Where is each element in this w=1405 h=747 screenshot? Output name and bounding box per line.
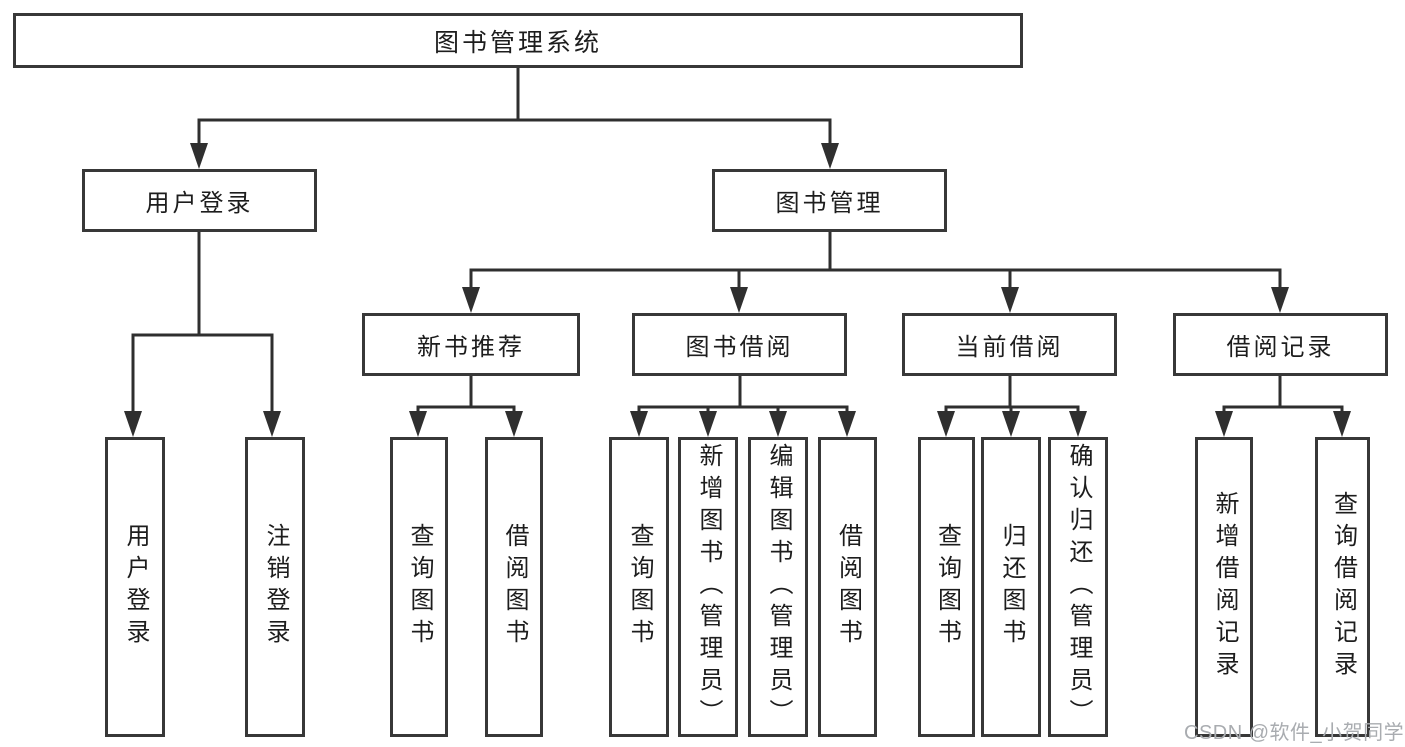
leaf-confirm-return-admin: 确认归还（管理员）: [1048, 437, 1108, 737]
leaf-query-borrow-record: 查询借阅记录: [1315, 437, 1370, 737]
connector-current-borrowing: [944, 374, 1080, 416]
leaf-query-books-borrowing: 查询图书: [609, 437, 669, 737]
node-current-borrowing: 当前借阅: [902, 313, 1117, 376]
connector-new-book-recommendation: [416, 374, 516, 416]
leaf-borrow-books-recommend: 借阅图书: [485, 437, 543, 737]
leaf-logout-login-label: 注销登录: [262, 523, 289, 651]
leaf-edit-books-admin-label: 编辑图书（管理员）: [765, 443, 792, 731]
leaf-add-borrow-record-label: 新增借阅记录: [1211, 491, 1238, 683]
leaf-query-borrow-record-label: 查询借阅记录: [1329, 491, 1357, 683]
leaf-add-books-admin-label: 新增图书（管理员）: [695, 443, 722, 731]
leaf-add-borrow-record: 新增借阅记录: [1195, 437, 1253, 737]
connector-book-borrowing: [637, 374, 849, 416]
leaf-borrow-books-recommend-label: 借阅图书: [501, 523, 528, 651]
node-user-login: 用户登录: [82, 169, 317, 232]
leaf-user-login: 用户登录: [105, 437, 165, 737]
leaf-edit-books-admin: 编辑图书（管理员）: [748, 437, 808, 737]
connector-user-login: [131, 230, 274, 416]
leaf-logout-login: 注销登录: [245, 437, 305, 737]
leaf-query-books-current-label: 查询图书: [933, 523, 961, 651]
leaf-user-login-label: 用户登录: [122, 523, 149, 651]
arrowheads: [124, 143, 1351, 437]
node-book-management: 图书管理: [712, 169, 947, 232]
csdn-watermark: CSDN @软件_小贺同学: [1184, 722, 1405, 744]
leaf-add-books-admin: 新增图书（管理员）: [678, 437, 738, 737]
leaf-query-books-recommend: 查询图书: [390, 437, 448, 737]
leaf-borrow-books-label: 借阅图书: [834, 523, 862, 651]
node-new-book-recommendation: 新书推荐: [362, 313, 580, 376]
node-book-borrowing: 图书借阅: [632, 313, 847, 376]
leaf-query-books-recommend-label: 查询图书: [406, 523, 433, 651]
connector-book-management: [469, 230, 1282, 294]
leaf-query-books-borrowing-label: 查询图书: [626, 523, 653, 651]
leaf-confirm-return-admin-label: 确认归还（管理员）: [1065, 443, 1092, 731]
leaf-return-books-label: 归还图书: [998, 523, 1025, 651]
leaf-return-books: 归还图书: [981, 437, 1041, 737]
leaf-query-books-current: 查询图书: [918, 437, 975, 737]
leaf-borrow-books: 借阅图书: [818, 437, 877, 737]
node-borrowing-records: 借阅记录: [1173, 313, 1388, 376]
connector-root: [197, 66, 832, 148]
connector-borrowing-records: [1222, 374, 1344, 416]
node-library-management-system: 图书管理系统: [13, 13, 1023, 68]
